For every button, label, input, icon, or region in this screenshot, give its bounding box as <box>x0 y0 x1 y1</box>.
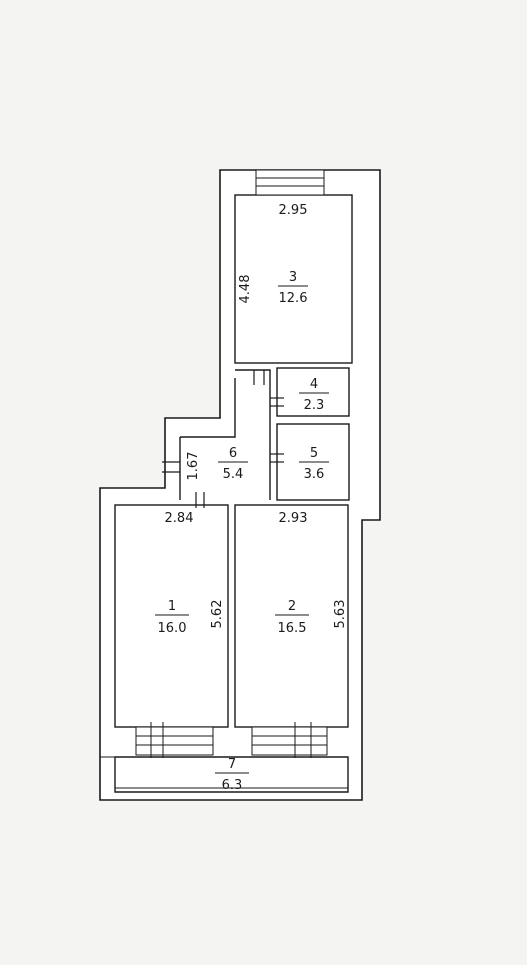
dimension-room1-length: 5.62 <box>210 600 225 629</box>
room-number: 1 <box>168 599 176 614</box>
room-area: 16.5 <box>278 621 307 636</box>
dimension-room2-width: 2.93 <box>279 511 308 526</box>
room-label-1: 1 16.0 <box>155 599 189 636</box>
room-label-4: 4 2.3 <box>299 377 329 413</box>
room-number: 4 <box>310 377 318 392</box>
room-area: 16.0 <box>158 621 187 636</box>
room-number: 6 <box>229 446 237 461</box>
room-label-7: 7 6.3 <box>215 757 249 793</box>
room-label-2: 2 16.5 <box>275 599 309 636</box>
dimension-room2-length: 5.63 <box>333 600 348 629</box>
window-room-3 <box>255 169 325 196</box>
window-room-2 <box>251 722 328 758</box>
room-area: 3.6 <box>304 467 325 482</box>
room-area: 5.4 <box>223 467 244 482</box>
window-room-1 <box>135 722 214 758</box>
dimension-room3-length: 4.48 <box>238 275 253 304</box>
room-4-outline <box>276 367 350 417</box>
room-area: 6.3 <box>222 778 243 793</box>
room-label-6: 6 5.4 <box>218 446 248 482</box>
room-7-outline <box>114 756 349 793</box>
room-area: 2.3 <box>304 398 325 413</box>
room-number: 3 <box>289 270 297 285</box>
room-3-outline <box>234 194 353 364</box>
room-area: 12.6 <box>279 291 308 306</box>
room-2-outline <box>234 504 349 728</box>
dimension-room3-width: 2.95 <box>279 203 308 218</box>
room-label-5: 5 3.6 <box>299 446 329 482</box>
door-marks <box>162 370 284 508</box>
room-number: 7 <box>228 757 236 772</box>
room-1-outline <box>114 504 229 728</box>
dimension-room1-width: 2.84 <box>165 511 194 526</box>
room-number: 5 <box>310 446 318 461</box>
hall-inner-wall <box>179 369 271 500</box>
room-label-3: 3 12.6 <box>278 270 308 306</box>
dimension-hall-width: 1.67 <box>186 452 201 481</box>
room-number: 2 <box>288 599 296 614</box>
